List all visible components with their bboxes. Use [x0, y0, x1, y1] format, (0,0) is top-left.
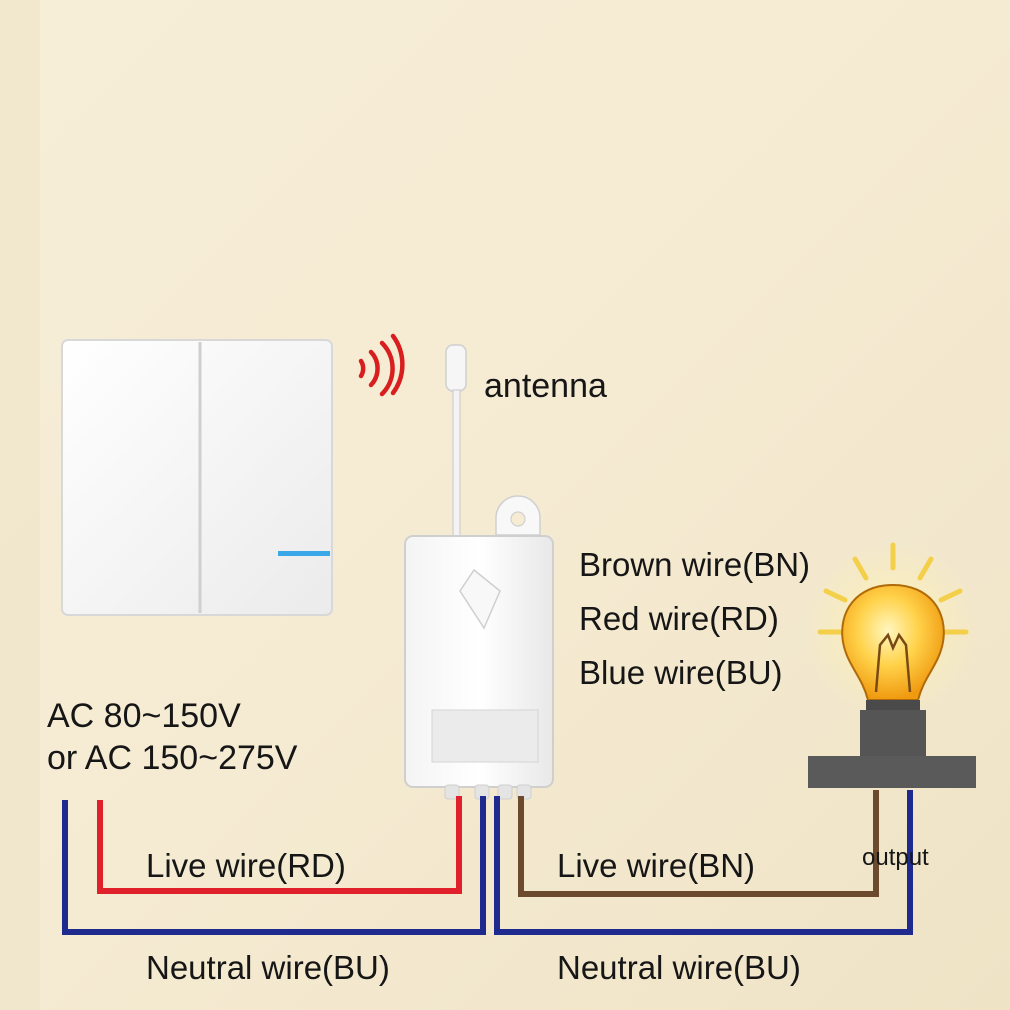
live-wire-brown — [518, 790, 879, 897]
light-bulb-icon — [804, 542, 980, 788]
red-wire-label: Red wire(RD) — [579, 600, 779, 637]
neutral-wire-right-label: Neutral wire(BU) — [557, 949, 801, 986]
neutral-wire-blue-left — [62, 796, 486, 935]
wall-shadow — [0, 0, 40, 1010]
output-label: output — [862, 844, 929, 871]
antenna-label: antenna — [484, 367, 607, 405]
voltage-label-line2: or AC 150~275V — [47, 739, 298, 777]
live-wire-rd-label: Live wire(RD) — [146, 847, 346, 884]
brown-wire-label: Brown wire(BN) — [579, 546, 811, 583]
live-wire-red — [97, 796, 462, 894]
wires — [62, 790, 913, 935]
receiver-module-icon — [404, 495, 554, 800]
neutral-wire-left-label: Neutral wire(BU) — [146, 949, 390, 986]
blue-wire-label: Blue wire(BU) — [579, 654, 783, 691]
wall-switch-icon — [61, 339, 333, 616]
wireless-signal-icon — [358, 333, 405, 397]
voltage-label-line1: AC 80~150V — [47, 697, 241, 735]
neutral-wire-blue-right — [494, 790, 913, 935]
live-wire-bn-label: Live wire(BN) — [557, 847, 756, 884]
